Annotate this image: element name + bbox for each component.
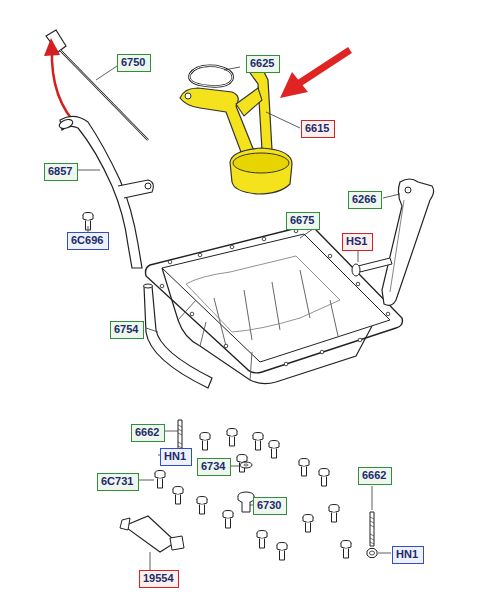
callout-number: HN1 xyxy=(396,548,420,561)
callout-box: HN1 xyxy=(160,448,192,466)
callout-box: HS1 xyxy=(342,233,373,251)
callout-number: 19554 xyxy=(143,572,175,585)
callout-number: 6625 xyxy=(250,57,276,70)
callout-box: 6615 xyxy=(301,120,335,138)
callout-number: 6C696 xyxy=(71,234,105,247)
callout-box: 6754 xyxy=(110,321,144,339)
callout-box: 6730 xyxy=(253,497,287,515)
callout-number: 6C731 xyxy=(101,475,135,488)
callout-box: 6734 xyxy=(197,458,231,476)
callout-box: 6750 xyxy=(117,54,151,72)
callout-number: HN1 xyxy=(164,450,188,463)
callout-box: 6662 xyxy=(131,424,165,442)
callout-box: 6C731 xyxy=(97,473,139,491)
callout-box: 19554 xyxy=(139,570,179,588)
callout-box: 6675 xyxy=(286,212,320,230)
callout-number: 6754 xyxy=(114,323,140,336)
callout-box: 6857 xyxy=(44,163,78,181)
callout-number: 6615 xyxy=(305,122,331,135)
callout-number: 6266 xyxy=(352,193,378,206)
callout-box: 6662 xyxy=(358,467,392,485)
callout-box: HN1 xyxy=(392,546,424,564)
callout-number: 6857 xyxy=(48,165,74,178)
callout-number: 6734 xyxy=(201,460,227,473)
callout-number: HS1 xyxy=(346,235,369,248)
callout-number: 6750 xyxy=(121,56,147,69)
callout-number: 6675 xyxy=(290,214,316,227)
callout-box: 6625 xyxy=(246,55,280,73)
callout-number: 6730 xyxy=(257,499,283,512)
callout-box: 6C696 xyxy=(67,232,109,250)
callout-box: 6266 xyxy=(348,191,382,209)
callout-number: 6662 xyxy=(362,469,388,482)
callout-number: 6662 xyxy=(135,426,161,439)
